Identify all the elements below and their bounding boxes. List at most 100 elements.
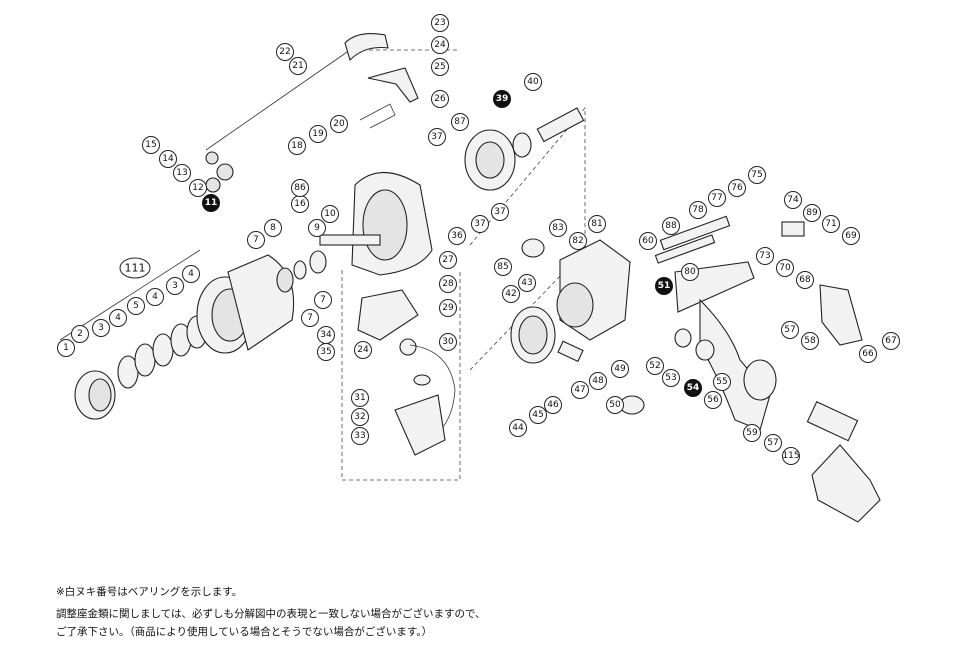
svg-text:10: 10	[324, 209, 336, 219]
svg-text:68: 68	[799, 275, 811, 285]
svg-text:1: 1	[63, 343, 69, 353]
part-callout-86: 86	[291, 179, 309, 197]
svg-text:81: 81	[591, 219, 602, 229]
svg-text:47: 47	[574, 385, 585, 395]
svg-text:77: 77	[711, 193, 722, 203]
part-callout-36: 36	[448, 227, 466, 245]
part-callout-57: 57	[764, 434, 782, 452]
svg-text:28: 28	[442, 279, 454, 289]
part-callout-7: 7	[314, 291, 332, 309]
part-callout-49: 49	[611, 360, 629, 378]
part-callout-89: 89	[803, 204, 821, 222]
svg-text:27: 27	[442, 255, 453, 265]
svg-text:29: 29	[442, 303, 454, 313]
svg-text:43: 43	[521, 278, 532, 288]
svg-text:33: 33	[354, 431, 365, 441]
part-callout-111: 111	[119, 257, 151, 279]
svg-text:39: 39	[496, 94, 509, 104]
svg-text:8: 8	[270, 223, 276, 233]
svg-text:7: 7	[307, 313, 313, 323]
svg-text:66: 66	[862, 349, 874, 359]
svg-text:34: 34	[320, 330, 332, 340]
svg-text:30: 30	[442, 337, 454, 347]
part-callout-14: 14	[159, 150, 177, 168]
svg-text:57: 57	[767, 438, 778, 448]
part-callout-46: 46	[544, 396, 562, 414]
svg-text:22: 22	[279, 47, 290, 57]
bearing-callout-39: 39	[493, 90, 511, 108]
part-callout-22: 22	[276, 43, 294, 61]
svg-text:19: 19	[312, 129, 324, 139]
body-assembly	[464, 107, 881, 523]
part-callout-88: 88	[662, 217, 680, 235]
part-callout-60: 60	[639, 232, 657, 250]
svg-text:7: 7	[320, 295, 326, 305]
svg-text:71: 71	[825, 219, 836, 229]
svg-text:75: 75	[751, 170, 762, 180]
svg-text:73: 73	[759, 251, 770, 261]
part-callout-43: 43	[518, 274, 536, 292]
svg-text:87: 87	[454, 117, 465, 127]
svg-text:83: 83	[552, 223, 563, 233]
part-callout-25: 25	[431, 58, 449, 76]
svg-text:78: 78	[692, 205, 704, 215]
svg-text:32: 32	[354, 412, 365, 422]
part-callout-31: 31	[351, 389, 369, 407]
part-callout-4: 4	[109, 309, 127, 327]
part-callout-45: 45	[529, 406, 547, 424]
part-callout-81: 81	[588, 215, 606, 233]
svg-text:16: 16	[294, 199, 306, 209]
part-callout-68: 68	[796, 271, 814, 289]
svg-text:9: 9	[314, 223, 320, 233]
part-callout-66: 66	[859, 345, 877, 363]
svg-text:42: 42	[505, 289, 516, 299]
part-callout-12: 12	[189, 179, 207, 197]
part-callout-18: 18	[288, 137, 306, 155]
part-callout-70: 70	[776, 259, 794, 277]
part-callout-76: 76	[728, 179, 746, 197]
svg-text:86: 86	[294, 183, 306, 193]
svg-text:23: 23	[434, 18, 445, 28]
svg-text:74: 74	[787, 195, 799, 205]
part-callout-35: 35	[317, 343, 335, 361]
part-callout-115: 115	[782, 447, 800, 465]
product-usage-note: ご了承下さい。（商品により使用している場合とそうでない場合がございます。）	[56, 626, 433, 638]
svg-text:69: 69	[845, 231, 857, 241]
svg-text:89: 89	[806, 208, 818, 218]
svg-text:58: 58	[804, 336, 816, 346]
bearing-callout-11: 11	[202, 194, 220, 212]
part-callout-48: 48	[589, 372, 607, 390]
svg-text:57: 57	[784, 325, 795, 335]
washer-disclaimer-note: 調整座金類に関しましては、必ずしも分解図中の表現と一致しない場合がございますので…	[56, 608, 486, 620]
svg-text:21: 21	[292, 61, 303, 71]
part-callout-3: 3	[166, 277, 184, 295]
part-callout-78: 78	[689, 201, 707, 219]
bearing-legend-note: ※白ヌキ番号はベアリングを示します。	[56, 586, 243, 598]
svg-text:4: 4	[188, 269, 194, 279]
part-callout-24: 24	[431, 36, 449, 54]
part-callout-75: 75	[748, 166, 766, 184]
part-callout-74: 74	[784, 191, 802, 209]
svg-text:3: 3	[172, 281, 178, 291]
svg-text:4: 4	[115, 313, 121, 323]
svg-text:44: 44	[512, 423, 524, 433]
svg-text:54: 54	[687, 383, 700, 393]
part-callout-7: 7	[247, 231, 265, 249]
svg-text:82: 82	[572, 236, 583, 246]
svg-text:52: 52	[649, 361, 660, 371]
svg-text:26: 26	[434, 94, 446, 104]
svg-text:111: 111	[125, 262, 146, 275]
part-callout-26: 26	[431, 90, 449, 108]
part-callout-27: 27	[439, 251, 457, 269]
spool-assembly	[74, 151, 327, 420]
svg-text:37: 37	[431, 132, 442, 142]
svg-text:31: 31	[354, 393, 365, 403]
svg-text:50: 50	[609, 400, 621, 410]
part-callout-23: 23	[431, 14, 449, 32]
part-callout-80: 80	[681, 263, 699, 281]
part-callout-47: 47	[571, 381, 589, 399]
svg-text:37: 37	[494, 207, 505, 217]
rotor-assembly	[319, 33, 456, 456]
part-callout-57: 57	[781, 321, 799, 339]
